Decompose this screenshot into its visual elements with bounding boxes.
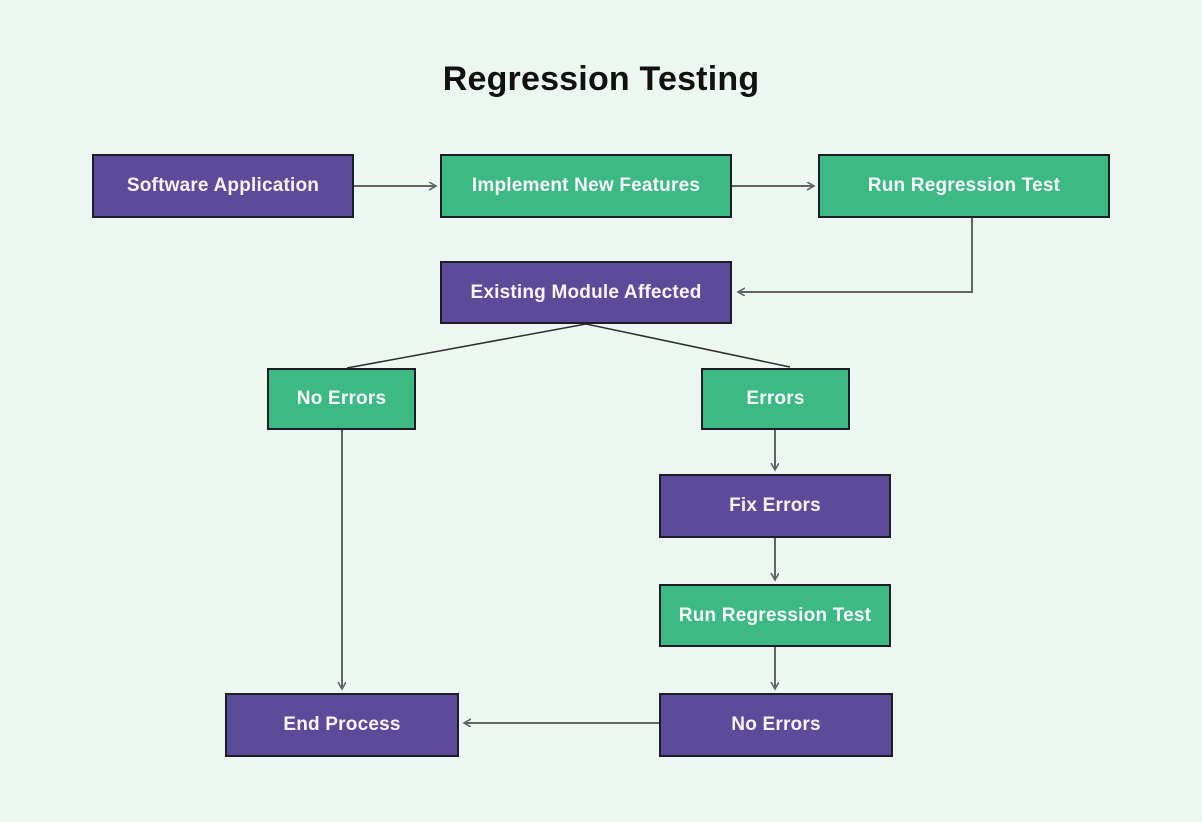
node-label: Run Regression Test: [678, 604, 872, 626]
node-no-errors-branch: No Errors: [267, 368, 416, 430]
node-no-errors-final: No Errors: [659, 693, 893, 757]
edge-existing-to-no-errors-branch: [346, 323, 587, 369]
diagram-title: Regression Testing: [442, 60, 760, 98]
edge-run-regression-to-existing: [738, 218, 973, 292]
node-label: End Process: [283, 714, 401, 735]
node-errors: Errors: [701, 368, 850, 430]
node-label: Implement New Features: [471, 175, 701, 196]
edge-existing-to-errors-branch: [585, 323, 791, 368]
node-label: No Errors: [296, 388, 387, 409]
node-run-regression-test-2: Run Regression Test: [659, 584, 891, 647]
node-label: Software Application: [126, 175, 320, 196]
node-implement-new-features: Implement New Features: [440, 154, 732, 218]
node-existing-module-affected: Existing Module Affected: [440, 261, 732, 324]
node-label: Existing Module Affected: [470, 281, 702, 303]
node-label: Fix Errors: [729, 495, 821, 516]
node-software-application: Software Application: [92, 154, 354, 218]
node-fix-errors: Fix Errors: [659, 474, 891, 538]
node-end-process: End Process: [225, 693, 459, 757]
node-run-regression-test-1: Run Regression Test: [818, 154, 1110, 218]
node-label: No Errors: [731, 714, 821, 735]
node-label: Run Regression Test: [867, 175, 1061, 196]
node-label: Errors: [746, 388, 805, 409]
